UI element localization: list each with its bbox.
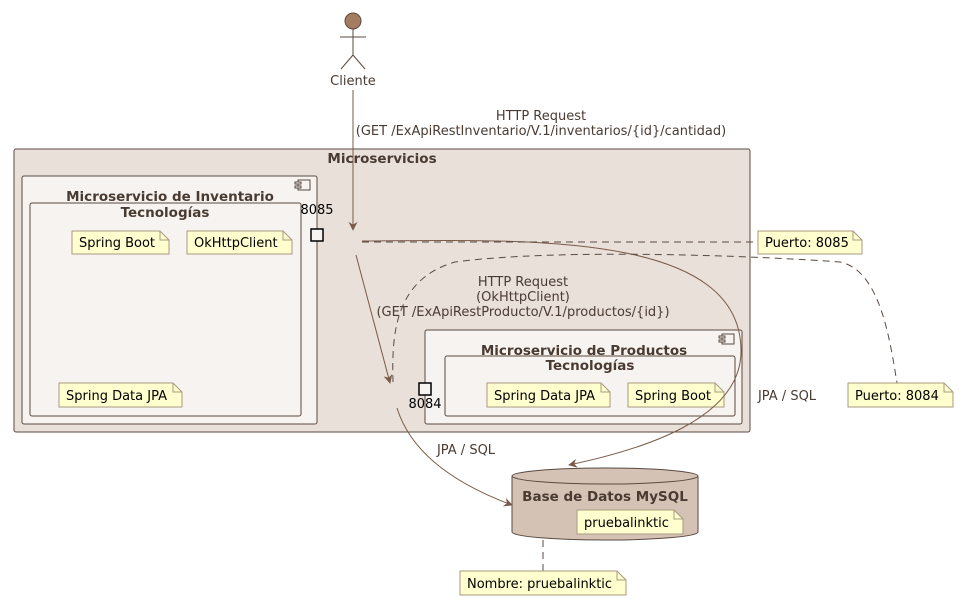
svg-text:OkHttpClient: OkHttpClient [194,236,278,251]
svg-text:Puerto: 8084: Puerto: 8084 [855,389,939,404]
svg-text:Spring Data JPA: Spring Data JPA [66,389,167,404]
svg-text:pruebalinktic: pruebalinktic [584,516,669,531]
inventory-to-products-label-line2: (OkHttpClient) [476,290,570,305]
products-db-label: JPA / SQL [436,443,496,458]
svg-text:Spring Boot: Spring Boot [635,389,711,404]
note-spring-boot: Spring Boot [71,230,170,255]
actor-cliente[interactable]: Cliente [330,12,376,89]
products-service-component[interactable]: Microservicio de Productos Tecnologías S… [408,329,743,425]
arrow-products-to-db [396,407,513,507]
note-port-8084: Puerto: 8084 [847,382,954,408]
note-database-name: Nombre: pruebalinktic [459,570,627,596]
arrow-inventory-to-products [355,254,393,384]
microservices-title: Microservicios [327,151,436,167]
products-tech-title: Tecnologías [546,358,635,374]
inventory-service-title: Microservicio de Inventario [66,189,274,205]
component-icon [718,333,735,345]
component-icon [294,179,311,191]
inventory-db-label: JPA / SQL [757,389,817,404]
port-8084-label: 8084 [408,397,441,412]
inventory-to-products-label-line3: (GET /ExApiRestProducto/V.1/productos/{i… [376,305,669,320]
client-request-label-line1: HTTP Request [496,109,586,124]
actor-label: Cliente [330,74,376,89]
note-spring-data-jpa: Spring Data JPA [486,382,611,408]
mysql-database[interactable]: Base de Datos MySQL pruebalinktic [511,467,699,541]
svg-text:Puerto: 8085: Puerto: 8085 [765,236,849,251]
note-spring-boot: Spring Boot [627,382,725,408]
products-service-title: Microservicio de Productos [481,343,687,359]
note-spring-data-jpa: Spring Data JPA [58,382,183,408]
database-title: Base de Datos MySQL [522,489,688,505]
port-8084[interactable] [418,382,432,396]
arrow-inventory-to-db [361,239,742,468]
note-schema: pruebalinktic [576,509,684,535]
note-okhttpclient: OkHttpClient [186,230,293,255]
note-port-8085: Puerto: 8085 [757,230,863,255]
client-request-label-line2: (GET /ExApiRestInventario/V.1/inventario… [356,124,726,139]
connector-port-8084-note [392,253,898,384]
inventory-tech-group [29,202,302,417]
inventory-to-products-label-line1: HTTP Request [478,275,568,290]
port-8085[interactable] [310,228,324,242]
actor-head-icon [344,12,362,30]
svg-text:Spring Data JPA: Spring Data JPA [494,389,595,404]
inventory-tech-title: Tecnologías [121,205,210,221]
inventory-service-component[interactable]: Microservicio de Inventario Tecnologías … [21,175,334,425]
svg-text:Spring Boot: Spring Boot [79,236,155,251]
port-8085-label: 8085 [300,203,333,218]
svg-text:Nombre: pruebalinktic: Nombre: pruebalinktic [467,577,612,592]
